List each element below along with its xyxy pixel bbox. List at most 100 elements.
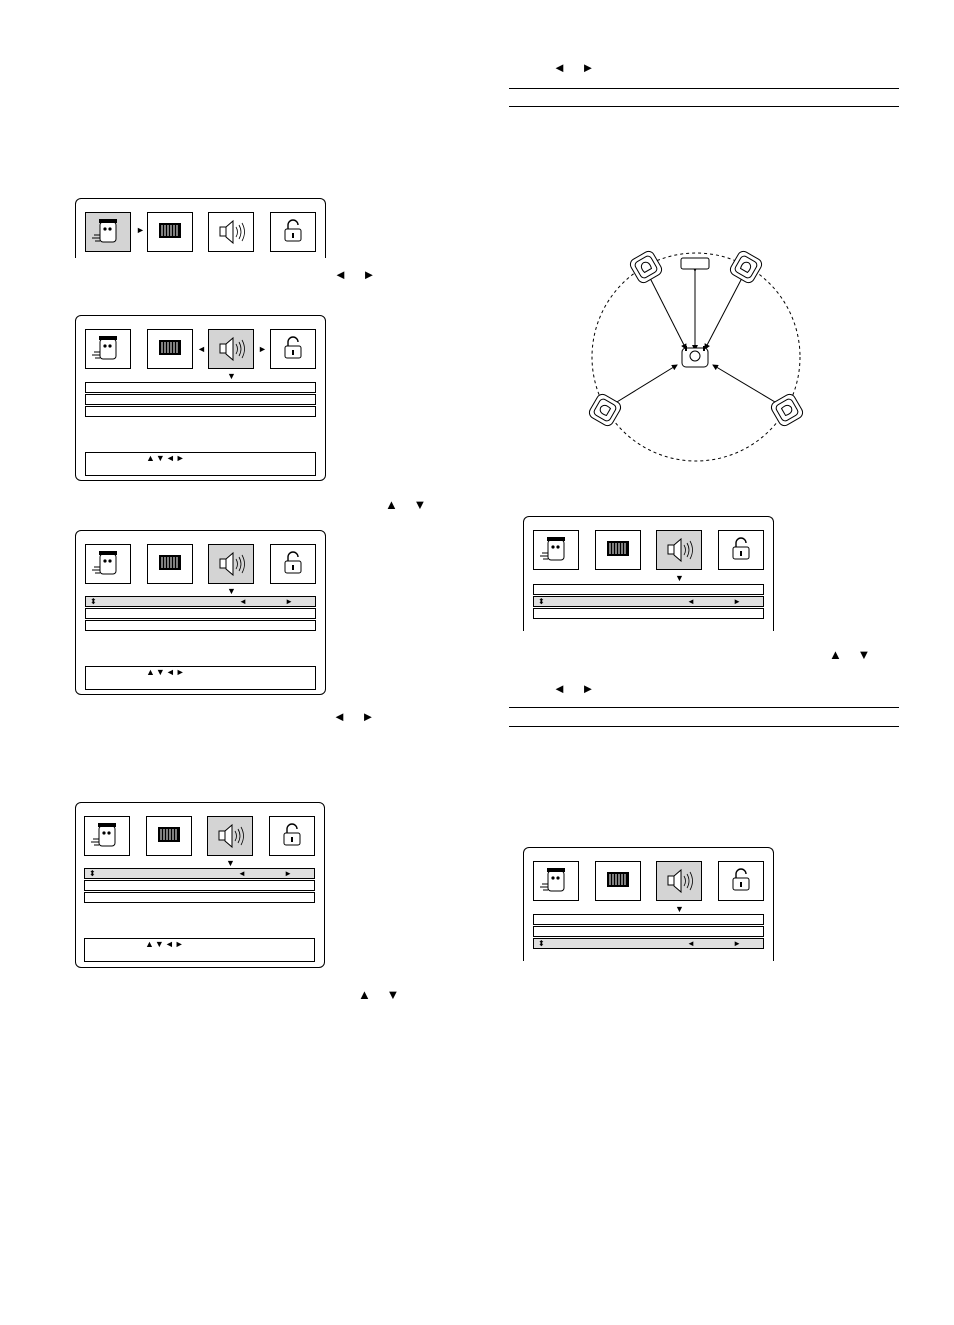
- menu-row-selected[interactable]: ⬍ ◄ ►: [533, 938, 764, 949]
- tile-picture[interactable]: [147, 329, 193, 369]
- menu-row[interactable]: [533, 914, 764, 925]
- left-right-arrows: ◄ ►: [334, 267, 382, 282]
- tile-setup[interactable]: [533, 861, 579, 901]
- selection-caret: ▼: [675, 904, 684, 914]
- tile-audio[interactable]: [207, 816, 253, 856]
- setup-icon: [91, 823, 116, 847]
- speaker-layout-diagram: [588, 250, 804, 462]
- tile-lock[interactable]: [270, 544, 316, 584]
- menu-row[interactable]: [533, 584, 764, 595]
- tab-arrow-left: ◄: [197, 344, 206, 354]
- up-down-arrows: ▲ ▼: [829, 647, 877, 662]
- audio-icon: [219, 551, 245, 577]
- audio-icon: [219, 219, 245, 245]
- menu-panel-5: ▼ ⬍ ◄ ►: [523, 516, 774, 631]
- picture-icon: [159, 223, 181, 238]
- lock-icon: [283, 823, 301, 846]
- menu-row-selected[interactable]: ⬍ ◄ ►: [85, 596, 316, 607]
- left-right-arrows: ◄ ►: [553, 60, 601, 75]
- tile-lock[interactable]: [270, 212, 316, 252]
- picture-icon: [159, 340, 181, 355]
- setup-icon: [92, 219, 117, 243]
- menu-panel-3: ▼ ⬍ ◄ ► ▲▼◄►: [75, 530, 326, 695]
- lock-icon: [284, 551, 302, 574]
- lock-icon: [732, 537, 750, 560]
- tile-setup[interactable]: [533, 530, 579, 570]
- tile-lock[interactable]: [718, 861, 764, 901]
- tile-lock[interactable]: [718, 530, 764, 570]
- listener-icon: [681, 346, 709, 368]
- up-down-arrows: ▲ ▼: [385, 497, 433, 512]
- menu-row[interactable]: [84, 892, 315, 903]
- menu-row[interactable]: [85, 620, 316, 631]
- up-down-arrows: ▲ ▼: [358, 987, 406, 1002]
- menu-row-selected[interactable]: ⬍ ◄ ►: [533, 596, 764, 607]
- tile-setup[interactable]: [84, 816, 130, 856]
- tile-setup[interactable]: [85, 329, 131, 369]
- tile-lock[interactable]: [269, 816, 315, 856]
- rear-right-speaker-icon: [770, 393, 804, 427]
- leftright-icon: ◄ ►: [686, 597, 759, 606]
- menu-panel-1: ►: [75, 198, 326, 258]
- lock-icon: [284, 336, 302, 359]
- updown-icon: ⬍: [538, 939, 545, 948]
- tile-picture[interactable]: [595, 530, 641, 570]
- tile-audio[interactable]: [208, 544, 254, 584]
- tile-audio[interactable]: [656, 861, 702, 901]
- hint-box: ▲▼◄►: [85, 452, 316, 476]
- menu-row[interactable]: [533, 926, 764, 937]
- left-right-arrows: ◄ ►: [553, 681, 601, 696]
- left-right-arrows: ◄ ►: [333, 709, 381, 724]
- tile-audio[interactable]: [208, 329, 254, 369]
- hint-keys: ▲▼◄►: [145, 939, 185, 949]
- tile-picture[interactable]: [147, 544, 193, 584]
- leftright-icon: ◄ ►: [238, 597, 311, 606]
- tile-audio[interactable]: [208, 212, 254, 252]
- menu-row[interactable]: [85, 394, 316, 405]
- tile-picture[interactable]: [147, 212, 193, 252]
- menu-row[interactable]: [85, 382, 316, 393]
- menu-row[interactable]: [84, 880, 315, 891]
- selection-caret: ▼: [226, 858, 235, 868]
- picture-icon: [607, 872, 629, 887]
- selection-caret: ▼: [227, 586, 236, 596]
- picture-icon: [158, 827, 180, 842]
- hint-box: ▲▼◄►: [85, 666, 316, 690]
- tile-lock[interactable]: [270, 329, 316, 369]
- setup-icon: [540, 868, 565, 892]
- audio-icon: [667, 868, 693, 894]
- setup-icon: [92, 551, 117, 575]
- section-rule: [509, 707, 899, 708]
- hint-keys: ▲▼◄►: [146, 453, 186, 463]
- updown-icon: ⬍: [90, 597, 97, 606]
- lock-icon: [732, 868, 750, 891]
- menu-row[interactable]: [85, 406, 316, 417]
- audio-icon: [219, 336, 245, 362]
- selection-caret: ▼: [675, 573, 684, 583]
- tab-arrow-right: ►: [136, 225, 145, 235]
- center-speaker-icon: [680, 257, 710, 270]
- tile-picture[interactable]: [146, 816, 192, 856]
- setup-icon: [540, 537, 565, 561]
- section-rule: [509, 88, 899, 89]
- tile-audio[interactable]: [656, 530, 702, 570]
- setup-icon: [92, 336, 117, 360]
- rear-left-speaker-icon: [588, 393, 622, 427]
- front-right-speaker-icon: [729, 250, 763, 284]
- leftright-icon: ◄ ►: [686, 939, 759, 948]
- hint-box: ▲▼◄►: [84, 938, 315, 962]
- front-left-speaker-icon: [629, 250, 663, 284]
- picture-icon: [607, 541, 629, 556]
- section-rule: [509, 106, 899, 107]
- tile-setup[interactable]: [85, 212, 131, 252]
- lock-icon: [284, 219, 302, 242]
- audio-icon: [218, 823, 244, 849]
- menu-row-selected[interactable]: ⬍ ◄ ►: [84, 868, 315, 879]
- updown-icon: ⬍: [89, 869, 96, 878]
- section-rule: [509, 726, 899, 727]
- tile-picture[interactable]: [595, 861, 641, 901]
- menu-row[interactable]: [85, 608, 316, 619]
- menu-panel-6: ▼ ⬍ ◄ ►: [523, 847, 774, 961]
- tile-setup[interactable]: [85, 544, 131, 584]
- menu-row[interactable]: [533, 608, 764, 619]
